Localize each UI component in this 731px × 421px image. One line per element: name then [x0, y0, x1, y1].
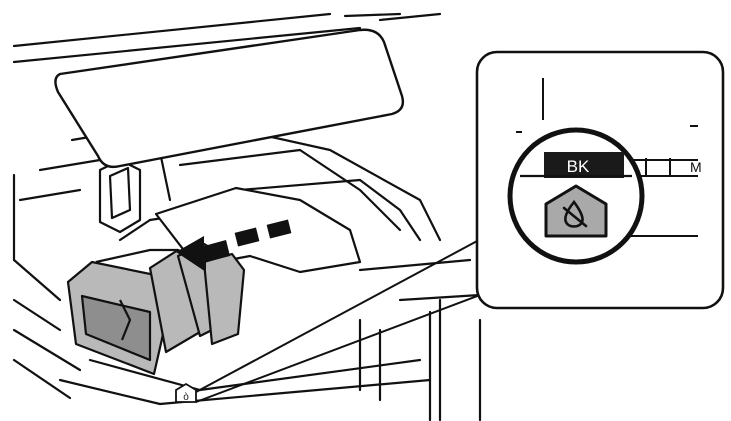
- ink-drop-symbol: [562, 199, 588, 228]
- callout-panel: M BK: [475, 50, 725, 310]
- scanner-lid: [54, 28, 405, 169]
- ink-drop-house-icon: [544, 184, 608, 238]
- bk-label-band: [544, 152, 624, 178]
- svg-text:ò: ò: [183, 392, 189, 403]
- ink-drop-marker: ò: [175, 382, 197, 403]
- cartridge-yellow: [202, 252, 246, 346]
- left-arrow-icon: [176, 219, 292, 272]
- cartridge-shadow: [80, 294, 152, 362]
- ink-cartridges: [66, 242, 246, 376]
- callout-partial-label: M: [690, 159, 702, 175]
- bk-label: BK: [567, 157, 590, 176]
